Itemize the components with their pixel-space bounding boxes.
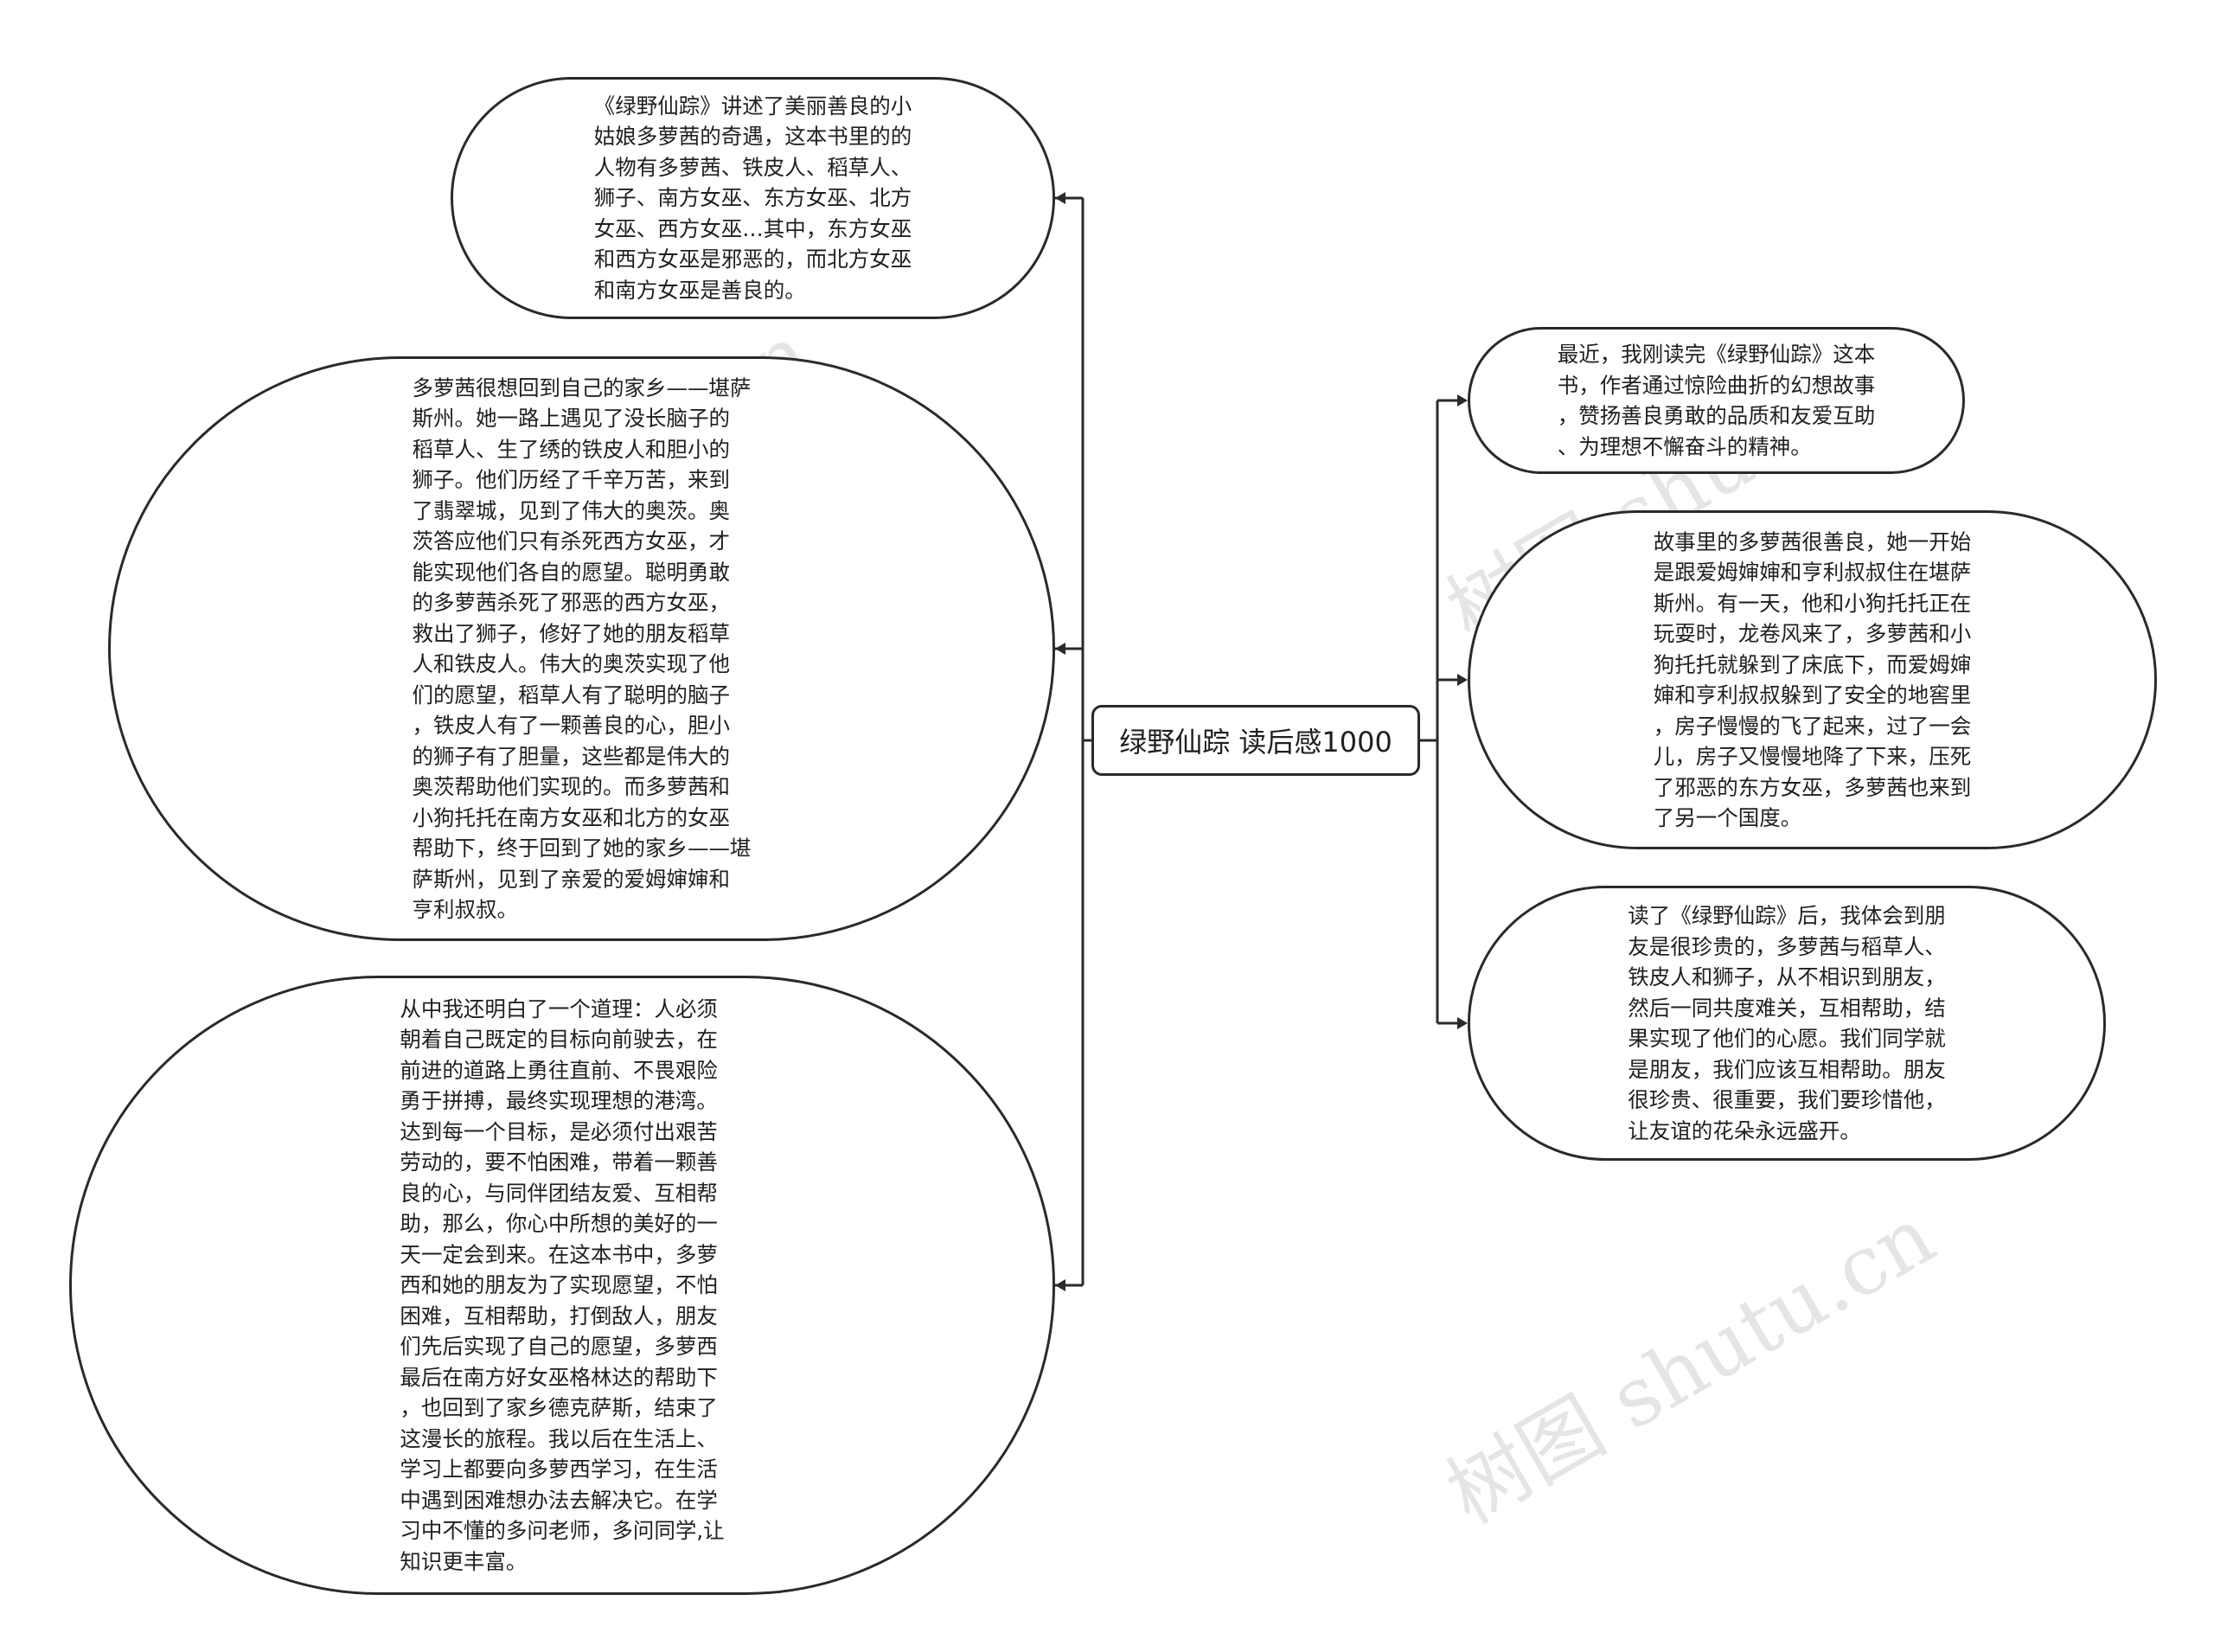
topic-node-text: 故事里的多萝茜很善良，她一开始 是跟爱姆婶婶和亨利叔叔住在堪萨 斯州。有一天，他…: [1653, 528, 1972, 831]
root-topic-title: 绿野仙踪 读后感1000: [1119, 726, 1392, 759]
arrowhead-right-3: [1457, 1017, 1468, 1029]
arrowhead-left-1: [1055, 192, 1065, 204]
topic-node-right-3[interactable]: 读了《绿野仙踪》后，我体会到朋 友是很珍贵的，多萝茜与稻草人、 铁皮人和狮子，从…: [1468, 886, 2106, 1161]
topic-node-text: 从中我还明白了一个道理：人必须 朝着自己既定的目标向前驶去，在 前进的道路上勇往…: [400, 996, 725, 1574]
topic-node-right-2[interactable]: 故事里的多萝茜很善良，她一开始 是跟爱姆婶婶和亨利叔叔住在堪萨 斯州。有一天，他…: [1468, 510, 2157, 849]
arrowhead-left-2: [1055, 643, 1065, 655]
arrowhead-right-2: [1457, 674, 1468, 686]
topic-node-text: 多萝茜很想回到自己的家乡——堪萨 斯州。她一路上遇见了没长脑子的 稻草人、生了绣…: [412, 375, 752, 923]
topic-node-text: 读了《绿野仙踪》后，我体会到朋 友是很珍贵的，多萝茜与稻草人、 铁皮人和狮子，从…: [1628, 903, 1946, 1143]
topic-node-left-1[interactable]: 《绿野仙踪》讲述了美丽善良的小 姑娘多萝茜的奇遇，这本书里的的 人物有多萝茜、铁…: [451, 77, 1055, 319]
topic-node-text: 最近，我刚读完《绿野仙踪》这本 书，作者通过惊险曲折的幻想故事 ，赞扬善良勇敢的…: [1557, 342, 1876, 459]
topic-node-left-3[interactable]: 从中我还明白了一个道理：人必须 朝着自己既定的目标向前驶去，在 前进的道路上勇往…: [69, 976, 1055, 1595]
topic-node-text: 《绿野仙踪》讲述了美丽善良的小 姑娘多萝茜的奇遇，这本书里的的 人物有多萝茜、铁…: [593, 93, 912, 303]
topic-node-right-1[interactable]: 最近，我刚读完《绿野仙踪》这本 书，作者通过惊险曲折的幻想故事 ，赞扬善良勇敢的…: [1468, 327, 1965, 474]
arrowhead-right-1: [1457, 394, 1468, 407]
topic-node-left-2[interactable]: 多萝茜很想回到自己的家乡——堪萨 斯州。她一路上遇见了没长脑子的 稻草人、生了绣…: [108, 356, 1055, 941]
connector-right-trunk: [1420, 400, 1439, 1023]
arrowhead-left-3: [1055, 1279, 1065, 1291]
root-topic-node[interactable]: 绿野仙踪 读后感1000: [1091, 705, 1420, 776]
connector-left-trunk: [1081, 198, 1091, 1285]
